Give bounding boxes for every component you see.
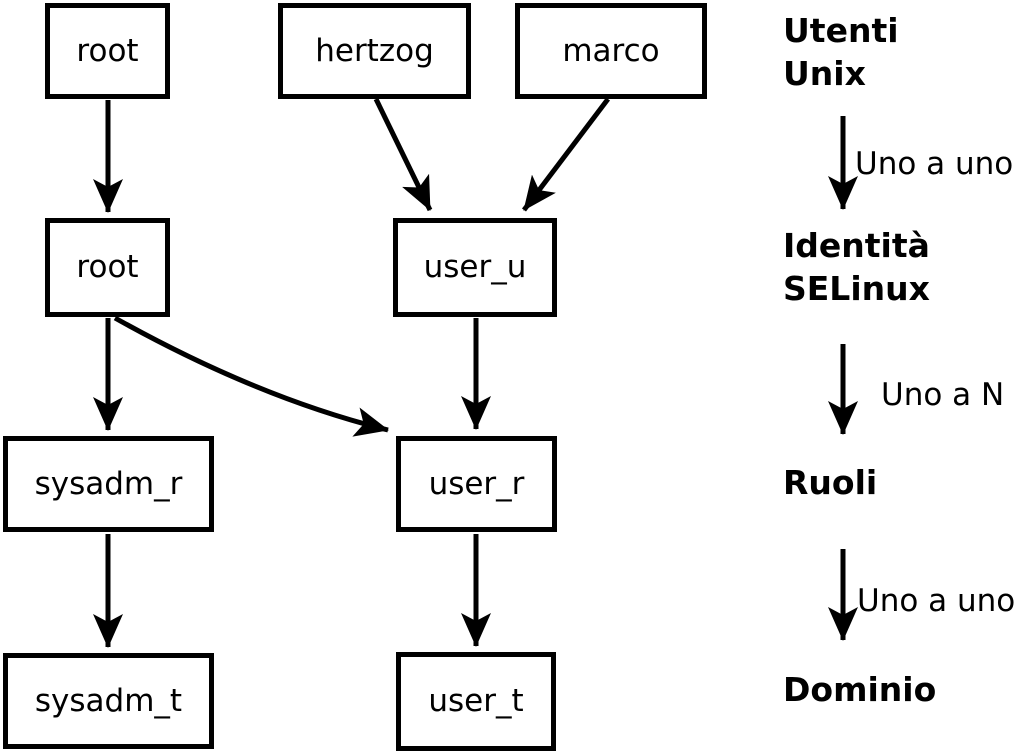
node-unix-hertzog: hertzog — [278, 3, 471, 99]
arrow-marco-to-user-u — [522, 97, 610, 212]
node-label: hertzog — [315, 32, 434, 69]
node-unix-marco: marco — [515, 3, 707, 99]
legend-line: Identità — [783, 226, 930, 265]
node-label: user_r — [428, 465, 525, 502]
legend-heading-unix-users: Utenti Unix — [783, 9, 899, 95]
legend-heading-domain: Dominio — [783, 668, 936, 711]
node-domain-user-t: user_t — [396, 652, 556, 751]
arrow-hertzog-to-user-u — [373, 97, 433, 212]
legend-line: SELinux — [783, 269, 930, 308]
relation-label-one-to-one-2: Uno a uno — [857, 583, 1016, 619]
legend-line: Dominio — [783, 670, 937, 709]
arrow-selinux-root-to-user-r — [113, 315, 389, 437]
relation-label-one-to-n: Uno a N — [881, 377, 1005, 413]
node-label: sysadm_t — [34, 682, 183, 719]
node-role-user-r: user_r — [396, 436, 557, 532]
node-selinux-user-u: user_u — [393, 218, 557, 317]
node-label: root — [76, 249, 139, 285]
relation-label-one-to-one-1: Uno a uno — [855, 146, 1014, 182]
node-unix-root: root — [45, 3, 170, 99]
node-selinux-root: root — [45, 218, 170, 317]
node-label: root — [76, 32, 139, 69]
node-label: marco — [562, 32, 660, 69]
node-role-sysadm-r: sysadm_r — [3, 436, 214, 532]
node-label: user_u — [423, 249, 527, 285]
legend-line: Ruoli — [783, 463, 878, 502]
legend-heading-selinux-identity: Identità SELinux — [783, 224, 930, 310]
legend-line: Unix — [783, 54, 866, 93]
node-domain-sysadm-t: sysadm_t — [3, 653, 214, 749]
node-label: user_t — [428, 683, 524, 719]
node-label: sysadm_r — [34, 465, 183, 502]
legend-heading-roles: Ruoli — [783, 461, 877, 504]
legend-line: Utenti — [783, 11, 899, 50]
